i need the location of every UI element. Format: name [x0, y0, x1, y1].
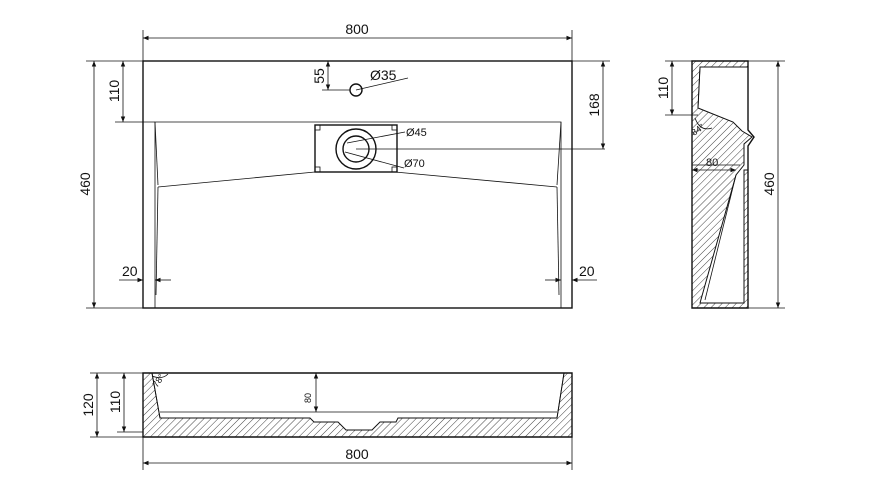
side-height-dim: 460 — [761, 172, 777, 196]
tap-hole-dim: Ø35 — [370, 67, 397, 83]
top-basin-start-dim: 110 — [106, 80, 122, 103]
tap-offset-dim: 55 — [311, 68, 327, 84]
right-wall-dim: 20 — [579, 263, 595, 279]
front-view-section — [142, 372, 573, 438]
top-view-outline — [142, 60, 573, 309]
top-width-dim: 800 — [345, 21, 369, 37]
side-view-section — [691, 60, 753, 309]
front-view: 120 110 78° 80 800 — [80, 372, 573, 470]
front-inner-depth-dim: 80 — [303, 393, 313, 403]
basin-floor-slope — [157, 171, 558, 188]
drain-housing — [314, 124, 398, 173]
side-view: 110 84° 80 460 — [655, 60, 785, 309]
front-width-dim: 800 — [345, 446, 369, 462]
basin-rim — [154, 121, 562, 308]
side-depth-dim: 80 — [706, 157, 718, 169]
left-wall-dim: 20 — [122, 263, 138, 279]
top-view: 800 460 110 55 Ø35 168 Ø45 Ø70 20 — [77, 21, 610, 309]
front-overall-height-dim: 120 — [80, 393, 96, 417]
front-basin-height-dim: 110 — [107, 391, 123, 414]
drain-inner-dim: Ø45 — [406, 127, 427, 139]
drain-outer-dim: Ø70 — [404, 158, 425, 170]
top-height-dim: 460 — [77, 172, 93, 196]
drain-center-dim: 168 — [586, 93, 602, 117]
side-top-dim: 110 — [655, 77, 671, 100]
